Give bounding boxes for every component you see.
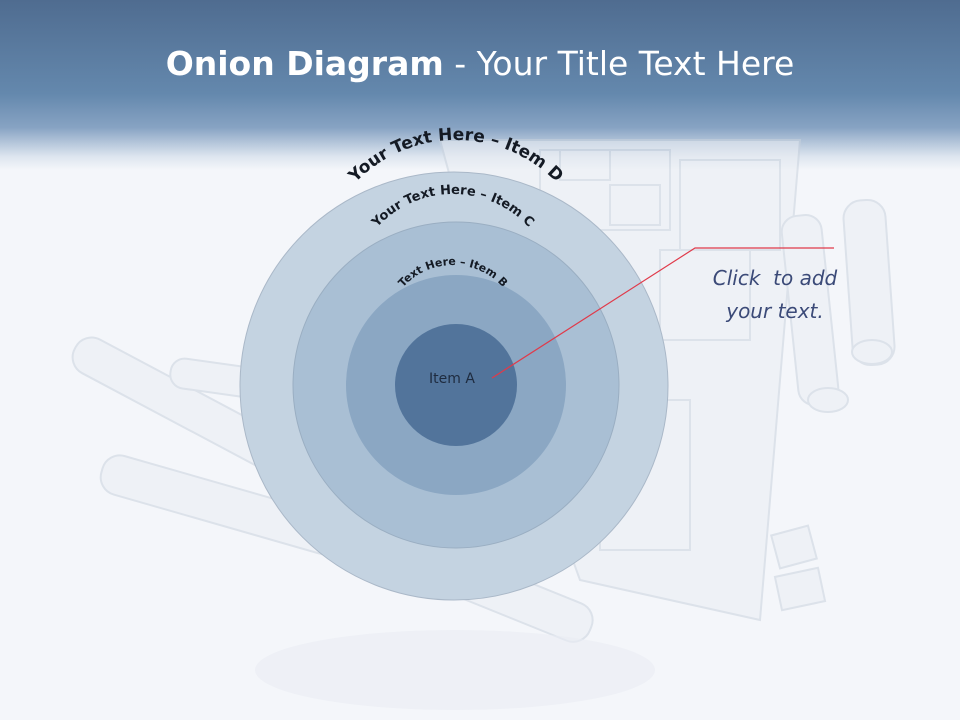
layer-a-core [395,324,517,446]
layer-a-label: Item A [429,371,475,387]
callout-line-1: Click to add [712,266,838,290]
title-rest-part: - Your Title Text Here [443,44,795,83]
callout-line-2: your text. [726,299,824,323]
callout-leader-line [491,247,834,379]
callout-text-box[interactable]: Click to add your text. [690,262,860,328]
title-bold-part: Onion Diagram [165,44,444,83]
slide-title[interactable]: Onion Diagram - Your Title Text Here [0,44,960,83]
